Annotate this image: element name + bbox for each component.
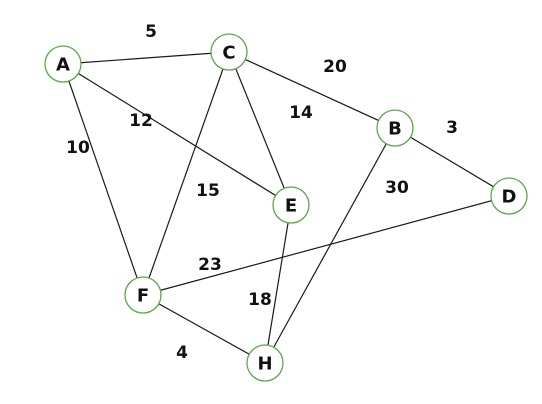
node-circle-d — [490, 177, 528, 215]
node-c: C — [210, 33, 248, 71]
node-label-f: F — [137, 286, 149, 307]
node-label-d: D — [502, 187, 517, 208]
edge-e-h — [264, 204, 292, 364]
edge-weight-a-c: 5 — [145, 22, 157, 42]
edge-c-e — [228, 51, 292, 206]
edge-weight-f-d: 23 — [198, 255, 222, 275]
node-circle-e — [272, 186, 310, 224]
edge-a-f — [62, 63, 144, 296]
node-label-a: A — [56, 55, 70, 76]
node-e: E — [272, 186, 310, 224]
node-label-h: H — [257, 354, 272, 375]
edge-weight-c-b: 20 — [323, 57, 347, 77]
nodes-layer: A C B D E F H — [44, 33, 528, 382]
node-circle-f — [124, 276, 162, 314]
edge-weight-c-f: 15 — [196, 181, 220, 201]
node-a: A — [44, 45, 82, 83]
node-d: D — [490, 177, 528, 215]
node-f: F — [124, 276, 162, 314]
node-label-b: B — [388, 119, 402, 140]
node-circle-b — [376, 109, 414, 147]
weights-layer: 5 12 10 20 14 15 3 30 23 18 4 — [66, 22, 458, 363]
node-label-e: E — [285, 196, 297, 217]
edge-weight-a-e: 12 — [129, 111, 153, 131]
edge-f-h — [142, 294, 266, 364]
edge-c-f — [142, 51, 230, 296]
edge-c-b — [228, 51, 396, 129]
edge-weight-b-d: 3 — [446, 118, 458, 138]
edge-a-c — [62, 51, 230, 65]
node-circle-h — [246, 344, 284, 382]
edge-weight-c-e: 14 — [289, 103, 313, 123]
edge-weight-f-h: 4 — [176, 343, 188, 363]
edge-weight-a-f: 10 — [66, 138, 90, 158]
edges-layer — [62, 51, 510, 364]
edge-weight-b-h: 30 — [385, 178, 409, 198]
node-circle-a — [44, 45, 82, 83]
edge-a-e — [62, 63, 292, 206]
edge-f-d — [142, 195, 510, 296]
node-b: B — [376, 109, 414, 147]
edge-b-h — [264, 127, 396, 364]
node-h: H — [246, 344, 284, 382]
node-circle-c — [210, 33, 248, 71]
node-label-c: C — [222, 43, 235, 64]
edge-b-d — [394, 127, 510, 197]
edge-weight-e-h: 18 — [248, 290, 272, 310]
